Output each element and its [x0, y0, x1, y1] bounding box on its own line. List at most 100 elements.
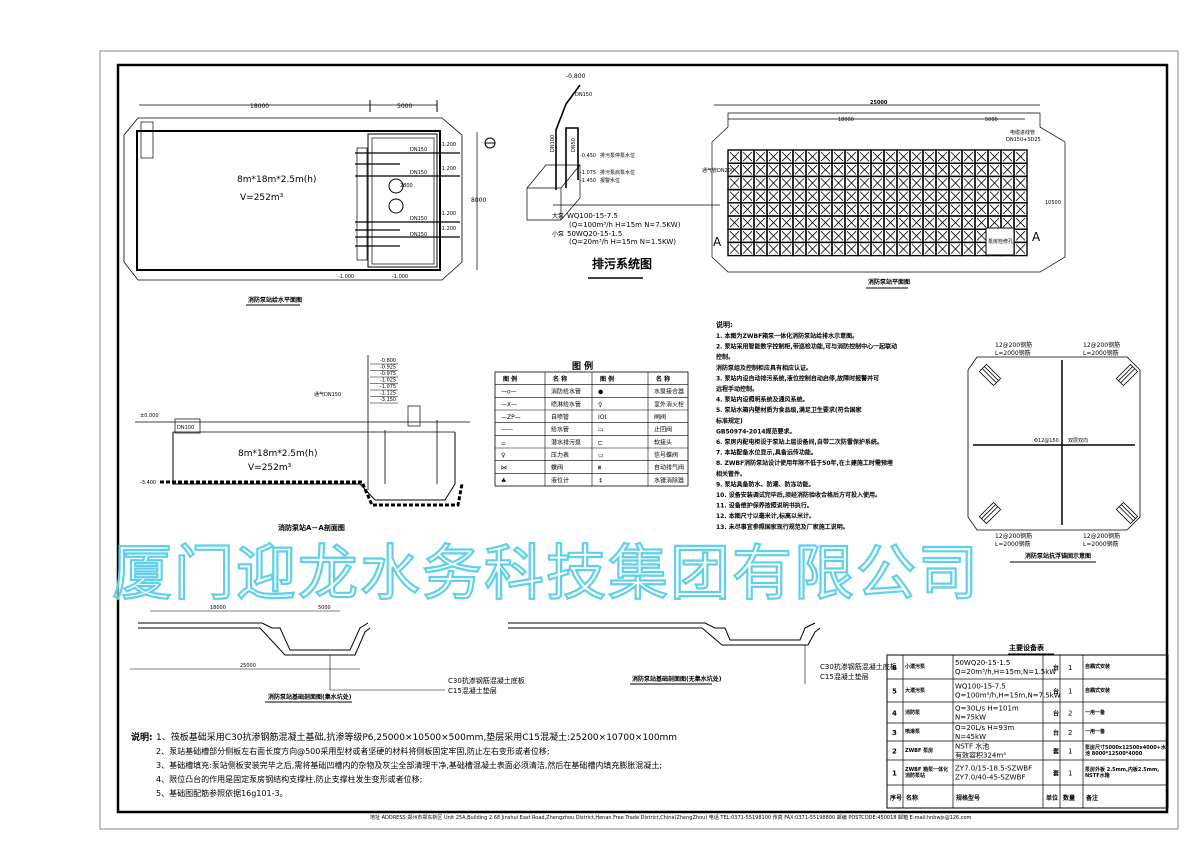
table-title: 主要设备表 — [1009, 643, 1045, 652]
pump-label: 大泵 — [552, 212, 564, 220]
top-plan: 25000 18000 5000 泵房检修孔 通气管DN200 电缆进线管 DN… — [702, 100, 1066, 289]
anchor-plan-title: 消防泵站抗浮锚固示意图 — [1025, 552, 1091, 560]
dim-h: 10500 — [1045, 200, 1061, 206]
level-label: -0.800 — [380, 358, 396, 364]
grid-cell — [766, 202, 781, 217]
rebar-label: 12@200钢筋 — [1083, 532, 1120, 540]
note-line: 控制。 — [716, 353, 734, 361]
grid-cell — [1000, 188, 1015, 204]
level-label: -0.925 — [380, 365, 396, 371]
grid-cell — [740, 228, 755, 244]
cell-qty: 1 — [1068, 688, 1072, 696]
cell-qty: 2 — [1068, 729, 1072, 737]
legend-name: 自喷管 — [551, 413, 569, 421]
cell-spec: Q=20L/s H=93m — [955, 724, 1014, 732]
grid-cell — [831, 202, 846, 217]
grid-cell — [1013, 149, 1028, 164]
grid-cell — [1013, 241, 1028, 257]
grid-cell — [779, 228, 794, 244]
grid-cell — [987, 215, 1002, 230]
grid-cell — [948, 162, 963, 178]
note-line: 2. 泵站采用智能数字控制柜,带巡检功能,可与消防控制中心一起联动 — [716, 343, 897, 351]
grid-cell — [1000, 215, 1015, 230]
grid-cell — [883, 149, 898, 164]
grid-cell — [896, 188, 911, 204]
cell-note: 泵房尺寸5000x12500x4000+水池 8000*12500*4000 — [1085, 744, 1166, 757]
grid-cell — [987, 202, 1002, 217]
c15-label: C15混凝土垫层 — [448, 686, 497, 695]
legend-symbol-icon: —X— — [501, 401, 517, 408]
grid-cell — [753, 228, 768, 244]
legend-name: 信号蝶阀 — [654, 451, 678, 459]
grid-cell — [922, 241, 937, 257]
elevation-label: -1.200 — [440, 226, 456, 232]
cell-qty: 1 — [1068, 664, 1072, 672]
grid-cell — [987, 162, 1002, 178]
legend-symbol-icon: ▭ — [598, 427, 604, 434]
legend-symbol-icon: —— — [501, 427, 513, 434]
grid-cell — [922, 149, 937, 164]
grid-cell — [935, 149, 950, 164]
grid-cell — [831, 149, 846, 164]
grid-cell — [818, 202, 833, 217]
cell-unit: 台 — [1053, 729, 1059, 737]
grid-cell — [922, 162, 937, 178]
pool-size: 8m*18m*2.5m(h) — [237, 175, 317, 185]
top-plan-title: 消防泵站平面图 — [868, 278, 910, 286]
grid-cell — [896, 241, 911, 257]
grid-cell — [1013, 202, 1028, 217]
grid-cell — [870, 149, 885, 164]
grid-cell — [753, 162, 768, 178]
legend-name: 水锤消除器 — [654, 476, 684, 484]
ground-elevation: ±0.000 — [140, 413, 159, 419]
grid-cell — [922, 202, 937, 217]
grid-cell — [857, 228, 872, 244]
grid-cell — [792, 188, 807, 204]
cell-spec: N=75kW — [955, 714, 986, 722]
cell-name: 小潜污泵 — [905, 664, 926, 670]
note-line: 标准规定) — [715, 417, 743, 425]
pump-label: 小泵 — [552, 230, 564, 238]
grid-cell — [935, 215, 950, 230]
level-label: -1.125 — [380, 391, 396, 397]
legend-symbol-icon: ⌓ — [501, 439, 506, 446]
grid-cell — [805, 149, 820, 164]
elevation-label: -1.000 — [392, 274, 408, 280]
cell-name: 大潜污泵 — [905, 687, 926, 694]
grid-cell — [844, 162, 859, 178]
level-label: -1.075 — [380, 384, 396, 390]
legend-name: 给水管 — [551, 426, 569, 434]
cell-name: ZWBF 泵房 — [905, 747, 934, 754]
cell-qty: 1 — [1068, 770, 1072, 778]
grid-cell — [857, 188, 872, 204]
note-line: 7. 本站配备水位显示,具备远传功能。 — [716, 449, 817, 457]
cable-label: 电缆进线管 — [1010, 129, 1035, 136]
rebar-length: L=2000钢筋 — [1083, 349, 1119, 357]
pool-volume: V=252m³ — [248, 463, 292, 473]
grid-cell — [831, 228, 846, 244]
level-label: 排污泵停泵水位 — [600, 152, 635, 159]
legend-name: 蝶阀 — [551, 464, 563, 472]
note-line: 4、限位凸台的作用是固定泵房钢结构支撑柱,防止支撑柱发生变形或者位移; — [156, 774, 422, 784]
grid-cell — [870, 202, 885, 217]
grid-cell — [1013, 188, 1028, 204]
note-line: 1、筏板基础采用C30抗渗钢筋混凝土基础,抗渗等级P6,25000×10500×… — [156, 731, 677, 743]
grid-cell — [753, 175, 768, 191]
grid-cell — [961, 162, 976, 178]
legend-name: 液位计 — [551, 476, 569, 484]
c15-label: C15混凝土垫层 — [820, 672, 869, 681]
cell-qty: 1 — [1068, 748, 1072, 756]
note-line: 消防泵组及控制柜应具有相应认证。 — [716, 364, 812, 372]
grid-cell — [1013, 162, 1028, 178]
drainage-system-diagram: -0.800 DN150 DN100 DN50 -0.450 排污泵停泵水位 -… — [526, 73, 720, 279]
legend-symbol-icon: ● — [598, 389, 603, 396]
section-mark-a: A — [713, 235, 722, 249]
legend-symbol-icon: —ZP— — [501, 414, 521, 421]
grid-cell — [909, 202, 924, 217]
grid-cell — [844, 175, 859, 191]
grid-cell — [909, 228, 924, 244]
grid-cell — [844, 202, 859, 217]
legend-symbol-icon: —o— — [501, 389, 517, 396]
grid-cell — [805, 215, 820, 230]
